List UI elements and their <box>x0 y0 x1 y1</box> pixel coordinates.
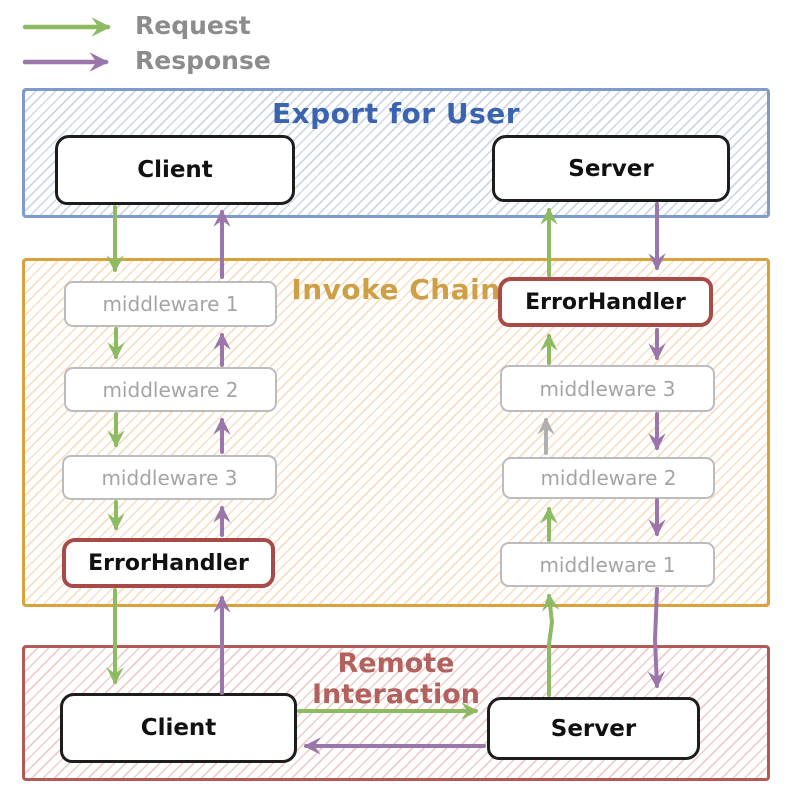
node-errorhandler-left: ErrorHandler <box>62 538 275 588</box>
node-middleware-1-left: middleware 1 <box>64 281 277 327</box>
legend-request-label: Request <box>135 11 251 40</box>
node-middleware-3-right: middleware 3 <box>500 365 715 412</box>
legend-response-label: Response <box>135 46 271 75</box>
node-client-top: Client <box>55 135 295 205</box>
node-client-bottom: Client <box>60 693 297 763</box>
node-server-bottom: Server <box>487 697 700 760</box>
node-middleware-1-right: middleware 1 <box>500 542 715 587</box>
invoke-section-title: Invoke Chain <box>291 273 501 306</box>
remote-title-line2: Interaction <box>312 679 480 710</box>
node-server-top: Server <box>492 135 730 202</box>
node-middleware-3-left: middleware 3 <box>62 455 277 500</box>
remote-section-title: Remote Interaction <box>25 648 767 710</box>
export-for-user-section: Export for User Client Server <box>22 88 770 218</box>
remote-title-line1: Remote <box>337 648 455 679</box>
export-section-title: Export for User <box>271 97 521 130</box>
remote-interaction-section: Remote Interaction Client Server <box>22 645 770 781</box>
node-middleware-2-right: middleware 2 <box>502 457 715 499</box>
node-middleware-2-left: middleware 2 <box>64 367 277 412</box>
invoke-chain-section: Invoke Chain middleware 1 middleware 2 m… <box>22 258 770 607</box>
node-errorhandler-right: ErrorHandler <box>498 277 713 327</box>
